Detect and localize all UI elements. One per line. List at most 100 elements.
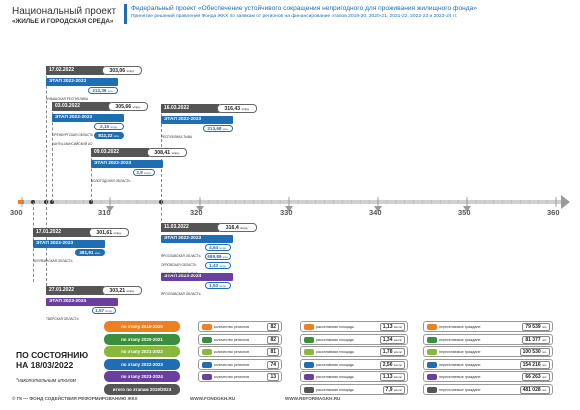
stage-label: по этапу 2023-2024 (104, 371, 180, 382)
card-date: 17.02.2022 (46, 66, 104, 75)
tick-label-350: 350 (458, 208, 471, 217)
regions-count-box: количество регионов 82 (198, 333, 282, 345)
region-name: ВОЛОГОДСКАЯ ОБЛАСТЬ (91, 179, 131, 183)
footer-link-fondgkh[interactable]: WWW.FONDGKH.RU (190, 396, 236, 401)
card-total-value: 303,06 (109, 68, 126, 74)
card-stage: ЭТАП 2022-2023 (46, 78, 118, 86)
card-stage-2: ЭТАП 2023-2024 (161, 273, 233, 281)
stage-label: по этапу 2021-2022 (104, 346, 180, 357)
card-total-unit: млрд. (132, 105, 141, 109)
people-total-unit: чел. (542, 376, 547, 379)
people-total-value: 154 216 чел. (519, 360, 550, 369)
people-total-unit: чел. (542, 351, 547, 354)
people-total-label: переселяемые граждане (439, 362, 481, 367)
people-total-value: 81 377 чел. (522, 335, 550, 344)
card-row: ЯРОСЛАВСКАЯ ОБЛАСТЬ 1,53 млрд. (161, 282, 261, 296)
federal-project-subtitle: Принятие решений правления Фонда ЖКХ по … (131, 14, 458, 19)
people-icon (427, 361, 437, 368)
region-amount: 689,89 млн. (205, 253, 231, 260)
regions-count-label: количество регионов (214, 337, 250, 342)
people-total-unit: чел. (542, 338, 547, 342)
region-amount-value: 1,57 (95, 308, 105, 313)
people-total-number: 81 377 (525, 336, 541, 343)
card-row: ЗАБАЙКАЛЬСКИЙ КРАЙ 1,43 млрд. (161, 262, 261, 276)
houses-icon (304, 374, 314, 380)
region-amount-unit: млн. (222, 255, 229, 259)
connector-09-03 (91, 148, 92, 202)
card-total: 303,06 млрд. (102, 66, 142, 75)
card-total-unit: млрд. (113, 231, 122, 235)
area-total-unit: млн м² (393, 363, 402, 367)
national-project-title: Национальный проект (12, 6, 117, 17)
header-divider (124, 4, 127, 24)
people-total-value: 100 530 чел. (519, 348, 550, 356)
region-amount: 4,64 млрд. (205, 244, 231, 251)
tick-label-310: 310 (98, 208, 111, 217)
decision-card-11-03: 11.03.2022 316,4 млрд. ЭТАП 2022-2023 ЯР… (161, 223, 261, 296)
houses-icon (304, 336, 314, 343)
regions-count-box: количество регионов 13 (198, 371, 282, 382)
area-total-number: 2,56 (382, 361, 393, 368)
card-stage: ЭТАП 2022-2023 (91, 160, 163, 168)
decision-card-17-01: 17.01.2022 301,61 млрд. ЭТАП 2022-2023 Ч… (33, 228, 133, 263)
area-total-value: 7,9 млн м² (382, 385, 405, 394)
region-amount: 212,36 млн. (88, 87, 118, 94)
regions-count-value: 13 (267, 373, 279, 381)
region-name: ЧУВАШСКАЯ РЕСПУБЛИКА (46, 97, 89, 101)
area-total-unit: млн м² (393, 376, 402, 379)
decision-card-03-03: 03.03.2022 305,66 млрд. ЭТАП 2022-2023 О… (52, 102, 152, 146)
area-total-label: расселяемая площадь (316, 375, 354, 379)
regions-count-number: 74 (270, 361, 276, 368)
region-name: ЧЕЛЯБИНСКАЯ ОБЛАСТЬ (33, 259, 73, 263)
footer-link-reformagkh[interactable]: WWW.REFORMAGKH.RU (285, 396, 341, 401)
building-icon (202, 349, 212, 355)
region-amount-unit: млрд. (219, 264, 227, 268)
regions-count-value: 82 (267, 335, 279, 344)
card-row: ХАНТЫ-МАНСИЙСКИЙ АО 812,22 млн. (52, 132, 152, 146)
area-total-unit: млн м² (393, 338, 402, 342)
timeline-tick-labels: 300 310 320 330 340 350 360 (0, 208, 580, 220)
timeline-axis (18, 195, 570, 212)
card-stage: ЭТАП 2022-2023 (161, 116, 233, 124)
regions-count-value: 74 (267, 360, 279, 369)
regions-count-label: количество регионов (214, 350, 250, 354)
region-amount-unit: млн. (94, 251, 101, 255)
people-total-value: 481 028 чел. (519, 385, 550, 394)
area-total-number: 1,13 (382, 324, 393, 330)
people-total-value: 79 539 чел. (522, 323, 550, 331)
people-total-number: 100 530 (522, 349, 541, 355)
card-total-unit: млрд. (241, 107, 250, 111)
regions-count-number: 81 (270, 349, 276, 355)
people-total-label: переселяемые граждане (439, 375, 481, 379)
region-name: РЕСПУБЛИКА ТЫВА (161, 135, 193, 139)
region-amount-value: 381,91 (79, 250, 94, 255)
region-amount: 2,15 млрд. (94, 123, 124, 130)
people-icon (427, 374, 437, 380)
connector-03-03 (52, 102, 53, 202)
regions-count-label: количество регионов (214, 375, 250, 379)
card-row: РЕСПУБЛИКА ТЫВА 213,68 млн. (161, 125, 261, 139)
decision-card-17-02: 17.02.2022 303,06 млрд. ЭТАП 2022-2023 Ч… (46, 66, 146, 101)
area-total-number: 1,34 (382, 336, 393, 343)
card-total-unit: млрд. (240, 226, 249, 230)
region-amount: 812,22 млн. (94, 132, 124, 139)
card-total: 316,43 млрд. (217, 104, 257, 113)
area-total-unit: млн м² (393, 388, 402, 392)
card-date: 27.01.2022 (46, 286, 104, 295)
federal-project-title: Федеральный проект «Обеспечение устойчив… (131, 5, 477, 12)
area-total-label: расселяемая площадь (316, 350, 354, 354)
regions-count-value: 82 (267, 323, 279, 331)
region-amount: 381,91 млн. (75, 249, 105, 256)
status-date: НА 18/03/2022 (16, 360, 74, 370)
people-icon (427, 386, 437, 393)
region-amount: 1,53 млрд. (205, 282, 231, 289)
area-total-label: расселяемая площадь (316, 387, 354, 392)
area-total-unit: млн м² (393, 326, 402, 329)
tick-label-330: 330 (280, 208, 293, 217)
